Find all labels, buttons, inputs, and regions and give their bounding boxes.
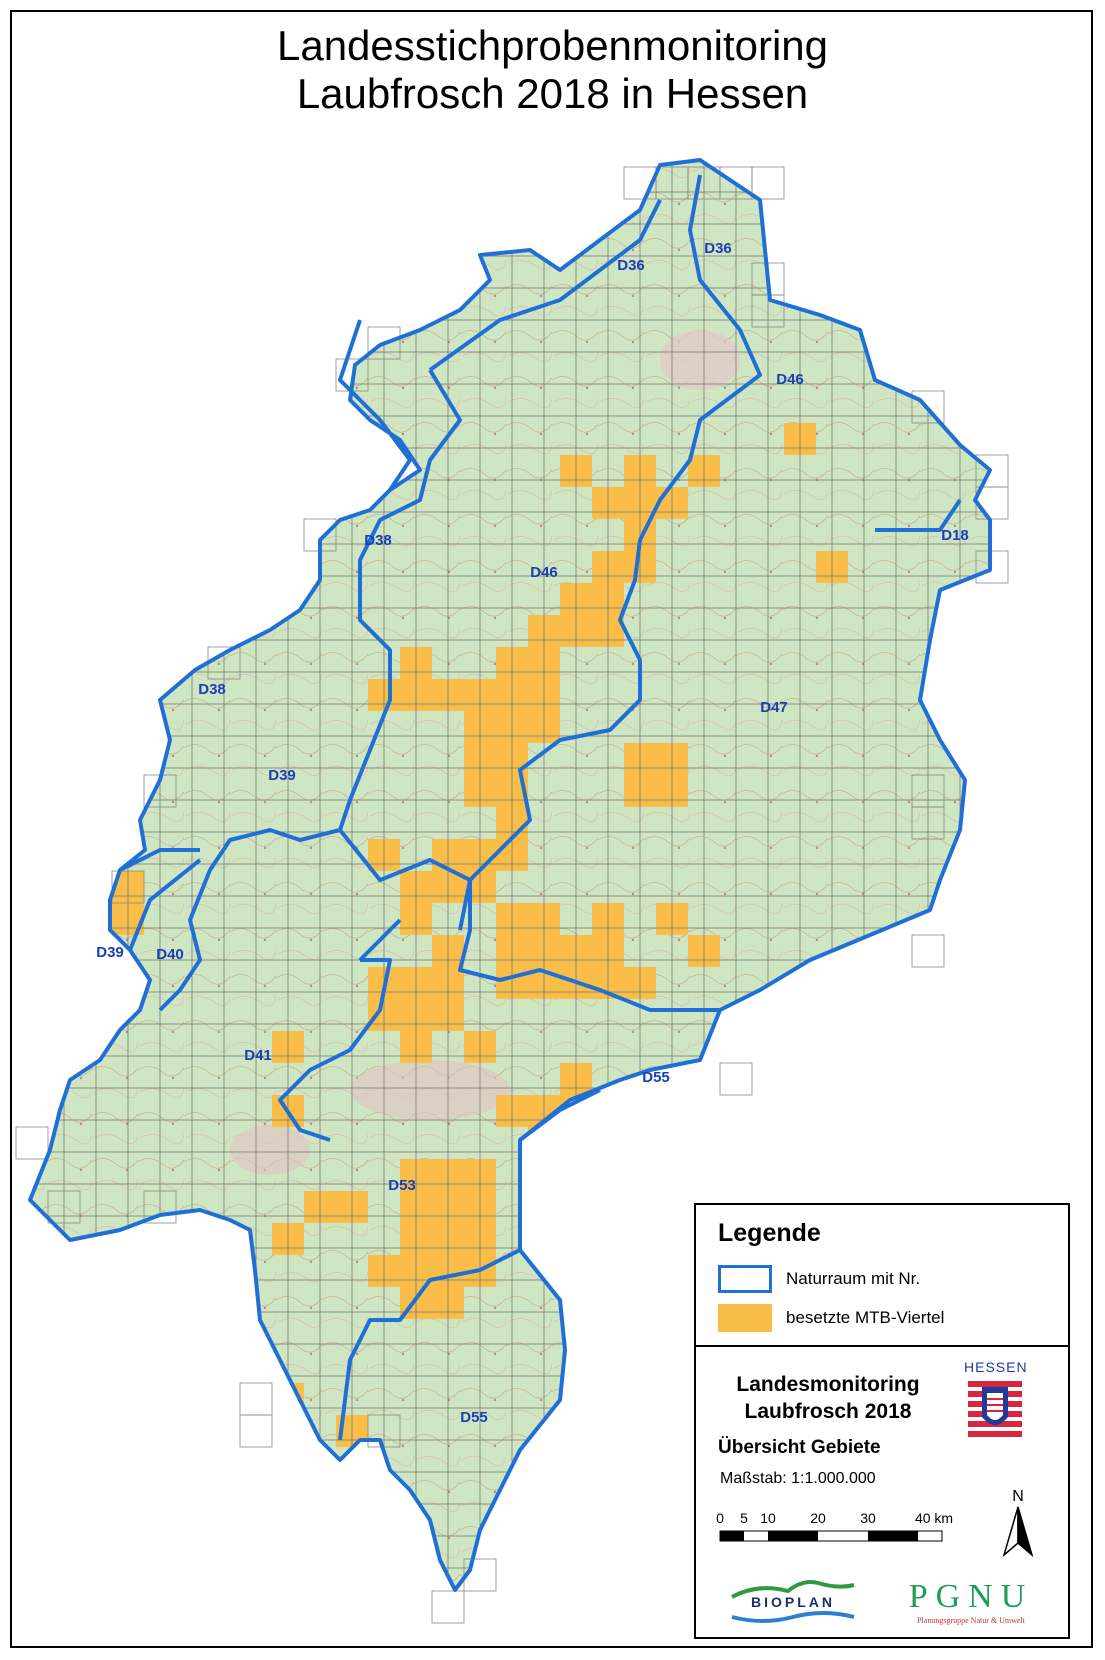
region-label-d38-b: D38 (198, 681, 226, 698)
naturraum-swatch (718, 1265, 772, 1293)
legend-label-occupied: besetzte MTB-Viertel (786, 1308, 945, 1327)
region-label-d46-a: D46 (776, 371, 804, 388)
scale-tick-10: 10 (760, 1510, 776, 1526)
region-label-d40: D40 (156, 946, 184, 963)
legend-item-naturraum: Naturraum mit Nr. (718, 1264, 920, 1294)
scale-bar: 0 5 10 20 30 40 km (716, 1510, 953, 1542)
region-label-d47: D47 (760, 699, 788, 716)
region-label-d39-a: D39 (268, 767, 296, 784)
occupied-swatch (718, 1304, 772, 1332)
legend-heading: Legende (718, 1219, 821, 1247)
pgnu-logo: PGNU Planungsgruppe Natur & Umwelt (886, 1571, 1056, 1629)
scale-tick-0: 0 (716, 1510, 724, 1526)
region-label-d36-a: D36 (617, 257, 645, 274)
north-arrow: N (996, 1485, 1040, 1565)
region-label-d18: D18 (941, 527, 969, 544)
map-title: Landesstichprobenmonitoring Laubfrosch 2… (0, 22, 1105, 118)
scale-text: Maßstab: 1:1.000.000 (720, 1470, 876, 1487)
hessen-label: HESSEN (964, 1359, 1028, 1375)
region-label-d39-b: D39 (96, 944, 124, 961)
legend-label-naturraum: Naturraum mit Nr. (786, 1269, 921, 1288)
north-arrow-icon: N (1002, 1488, 1034, 1558)
info-subtitle: Übersicht Gebiete (718, 1437, 881, 1458)
region-label-d55-a: D55 (642, 1069, 670, 1086)
legend-item-occupied: besetzte MTB-Viertel (718, 1303, 944, 1333)
hessen-crest-icon (968, 1377, 1022, 1443)
region-label-d55-b: D55 (460, 1409, 488, 1426)
pgnu-logo-icon: PGNU Planungsgruppe Natur & Umwelt (909, 1578, 1034, 1625)
legend-panel: Legende Naturraum mit Nr. besetzte MTB-V… (694, 1203, 1070, 1639)
scale-tick-40: 40 km (915, 1510, 953, 1526)
region-label-d46-b: D46 (530, 564, 558, 581)
legend-divider (696, 1345, 1068, 1347)
region-label-d41: D41 (244, 1047, 272, 1064)
pgnu-subtext: Planungsgruppe Natur & Umwelt (917, 1616, 1026, 1625)
info-title-line-2: Laubfrosch 2018 (744, 1400, 912, 1423)
info-title: Landesmonitoring Laubfrosch 2018 (718, 1371, 938, 1425)
title-line-2: Laubfrosch 2018 in Hessen (296, 70, 809, 117)
region-labels: D36 D36 D46 D18 D38 D46 D38 D47 D39 D39 … (96, 240, 969, 1426)
pgnu-text: PGNU (909, 1578, 1034, 1615)
title-line-1: Landesstichprobenmonitoring (276, 22, 829, 69)
region-label-d38-a: D38 (364, 532, 392, 549)
region-label-d36-b: D36 (704, 240, 732, 257)
naturraum-boundaries (28, 158, 992, 1592)
info-title-line-1: Landesmonitoring (736, 1373, 920, 1396)
north-label: N (1012, 1488, 1024, 1505)
bioplan-logo: BIOPLAN (718, 1573, 868, 1627)
bioplan-logo-icon: BIOPLAN (731, 1580, 855, 1623)
region-label-d53: D53 (388, 1177, 416, 1194)
scale-tick-20: 20 (810, 1510, 826, 1526)
scale-tick-30: 30 (860, 1510, 876, 1526)
bioplan-text: BIOPLAN (751, 1594, 835, 1610)
scale-tick-5: 5 (740, 1510, 748, 1526)
